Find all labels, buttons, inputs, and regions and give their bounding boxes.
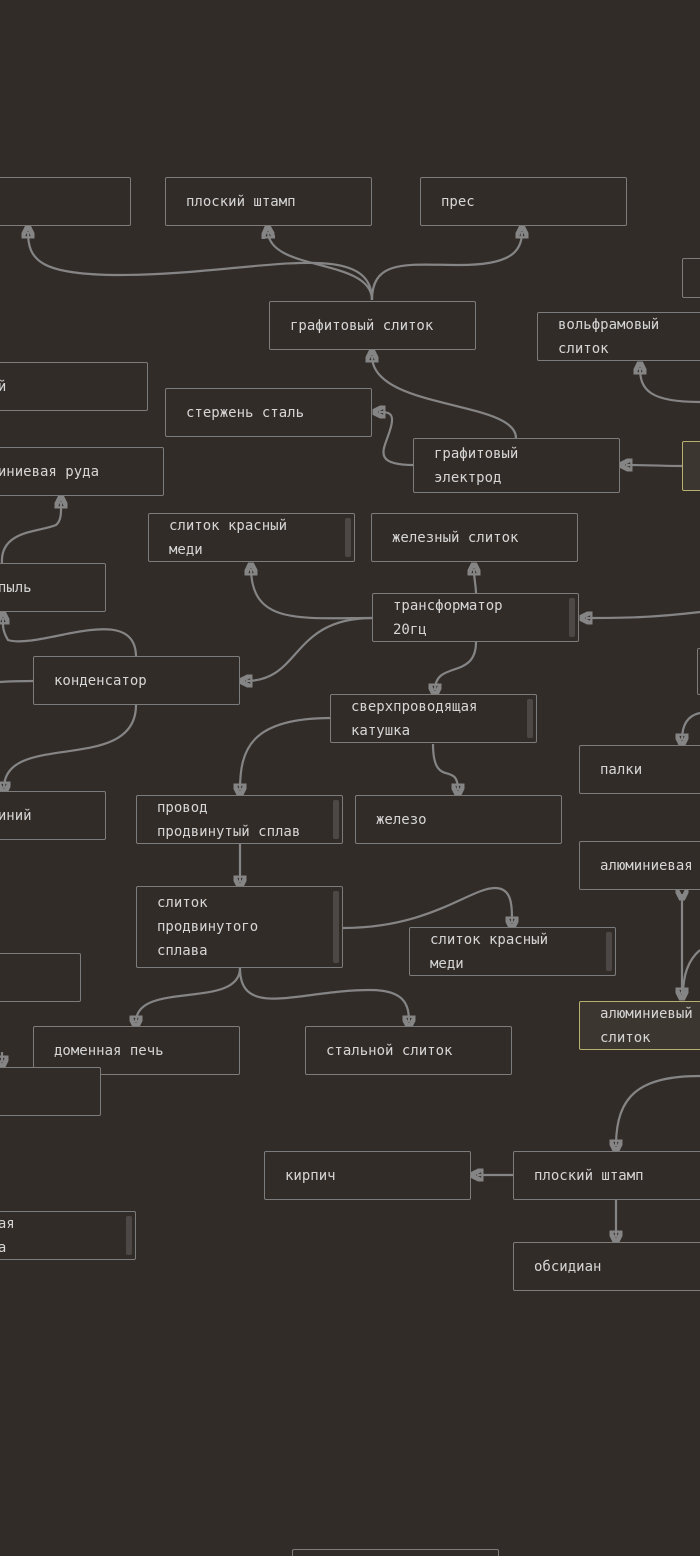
node-aluminum[interactable]: юминий — [0, 791, 106, 840]
edge-graphite-ingot-to-press — [370, 232, 522, 301]
edge-adv-ingot-to-blast-furnace — [136, 967, 242, 1022]
node-advanced-alloy-wire[interactable]: провод продвинутый сплав — [136, 795, 343, 844]
node-graphite-electrode[interactable]: графитовый электрод — [413, 438, 620, 493]
edge-left-to-capacitor — [0, 679, 35, 684]
node-red-copper-ingot-1[interactable]: слиток красный меди — [148, 513, 355, 562]
edge-right-to-sticks — [682, 711, 700, 740]
node-transformer[interactable]: трансформатор 20гц — [372, 593, 579, 642]
edge-graphite-ingot-to-flat-stamp — [268, 232, 374, 301]
edge-graphite-ingot-to-left — [28, 232, 374, 301]
node-bottom-stub[interactable] — [292, 1549, 499, 1556]
node-iron[interactable]: железо — [355, 795, 562, 844]
node-iron-ingot[interactable]: железный слиток — [371, 513, 578, 562]
node-scrollbar[interactable] — [606, 932, 612, 971]
node-scrollbar[interactable] — [333, 891, 339, 963]
edge-right-to-flat-stamp-bottom — [616, 1074, 700, 1146]
node-brick[interactable]: кирпич — [264, 1151, 471, 1200]
node-aluminum-ore[interactable]: юминиевая руда — [0, 447, 164, 496]
node-label: слиток красный меди — [169, 517, 288, 558]
node-tungsten-ingot[interactable]: вольфрамовый слиток — [537, 312, 700, 361]
node-flat-stamp-bottom[interactable]: плоский штамп — [513, 1151, 700, 1200]
node-scrollbar[interactable] — [126, 1216, 132, 1255]
edge-right-curve-to-aluminum-ingot — [681, 949, 700, 996]
edge-coil-to-wire — [240, 716, 332, 790]
edge-transformer-to-iron-ingot — [474, 569, 476, 595]
node-left-niy[interactable]: ний — [0, 362, 148, 411]
node-press[interactable]: прес — [420, 177, 627, 226]
node-blast-furnace[interactable]: доменная печь — [33, 1026, 240, 1075]
node-sticks[interactable]: палки — [579, 745, 700, 794]
edge-transformer-to-copper — [251, 569, 374, 620]
node-aluminum-ingot[interactable]: алюминиевый слиток — [579, 1001, 700, 1050]
node-left-n[interactable]: ь — [0, 953, 81, 1002]
edge-capacitor-to-dust — [3, 618, 138, 658]
node-label: слиток продвинутого сплава — [157, 895, 259, 959]
edge-adv-ingot-to-steel-ingot — [238, 967, 409, 1022]
edge-adv-ingot-to-copper — [342, 886, 512, 928]
edge-right-to-transformer — [586, 610, 700, 618]
node-label: трансформатор 20гц — [393, 597, 503, 638]
node-scrollbar[interactable] — [333, 800, 339, 839]
node-scrollbar[interactable] — [527, 699, 533, 738]
node-top-left-stub[interactable] — [0, 177, 131, 226]
edge-electrode-to-graphite-ingot — [372, 356, 518, 439]
node-label: слиток красный меди — [430, 931, 549, 972]
node-steel-ingot[interactable]: стальной слиток — [305, 1026, 512, 1075]
edge-electrode-to-steel-rod — [379, 412, 415, 467]
node-aluminum-right[interactable]: алюминиевая — [579, 841, 700, 890]
node-obsidian[interactable]: обсидиан — [513, 1242, 700, 1291]
node-steel-rod[interactable]: стержень сталь — [165, 388, 372, 437]
edge-right-to-tungsten — [640, 368, 700, 404]
node-right-stub-top[interactable] — [682, 258, 700, 298]
node-capacitor[interactable]: конденсатор — [33, 656, 240, 705]
node-right-stub-mid[interactable] — [697, 648, 700, 695]
node-left-machine[interactable]: нная ина — [0, 1211, 136, 1260]
edge-transformer-to-coil — [435, 641, 478, 690]
node-right-highlighted[interactable] — [682, 441, 700, 491]
node-graphite-ingot[interactable]: графитовый слиток — [269, 301, 476, 350]
node-label: сверхпроводящая катушка — [351, 698, 478, 739]
edge-transformer-to-capacitor — [246, 616, 374, 681]
node-flat-stamp-top[interactable]: плоский штамп — [165, 177, 372, 226]
edge-dust-to-ore — [0, 502, 61, 564]
edge-capacitor-to-aluminum — [4, 704, 138, 788]
node-scrollbar[interactable] — [345, 518, 351, 557]
node-dust[interactable]: я пыль — [0, 563, 106, 612]
node-left-blank[interactable] — [0, 1067, 101, 1116]
edge-coil-to-iron — [431, 743, 458, 790]
node-advanced-alloy-ingot[interactable]: слиток продвинутого сплава — [136, 886, 343, 968]
node-superconducting-coil[interactable]: сверхпроводящая катушка — [330, 694, 537, 743]
node-scrollbar[interactable] — [569, 598, 575, 637]
node-red-copper-ingot-2[interactable]: слиток красный меди — [409, 927, 616, 976]
node-label: провод продвинутый сплав — [157, 799, 301, 840]
node-label: нная ина — [0, 1215, 15, 1256]
edge-right-to-electrode — [626, 465, 683, 466]
